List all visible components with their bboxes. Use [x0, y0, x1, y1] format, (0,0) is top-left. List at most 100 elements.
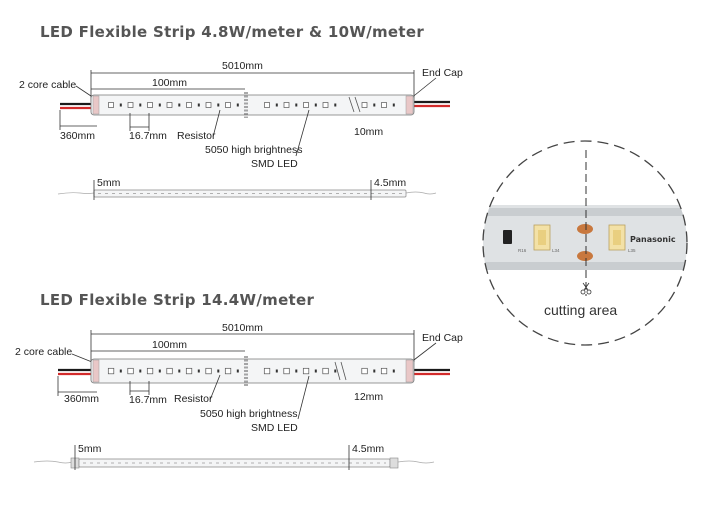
led-chip	[322, 367, 329, 375]
resistor-dot	[373, 103, 376, 107]
resistor-dot	[392, 103, 395, 107]
led-chip	[224, 367, 232, 375]
strip-2-segment-length: 100mm	[152, 339, 187, 351]
strip-2-width: 12mm	[354, 391, 383, 403]
strip-2-right-cable	[410, 368, 450, 376]
resistor-dot	[217, 369, 220, 373]
led-chip	[322, 102, 329, 108]
strip-2-body	[90, 358, 415, 384]
detail-brand: Panasonic	[630, 235, 676, 244]
led-chip	[283, 367, 290, 375]
led-chip	[264, 102, 270, 108]
strip-1-right-end-cap	[405, 95, 414, 115]
strip-2-left-end-cap	[92, 359, 100, 383]
resistor-dot	[217, 103, 220, 107]
strip-1-break-mark	[348, 96, 361, 113]
strip-1-led-label-line2: SMD LED	[251, 158, 298, 170]
resistor-dot	[178, 103, 181, 107]
resistor-dot	[275, 103, 278, 107]
strip-2-resistor-label: Resistor	[174, 393, 213, 405]
resistor-dot	[158, 369, 161, 373]
strip-1-segment-length: 100mm	[152, 77, 187, 89]
strip-1-width: 10mm	[354, 126, 383, 138]
resistor-dot	[178, 369, 181, 373]
strip-2-led-label-line1: 5050 high brightness	[200, 408, 298, 420]
detail-label-r16: R16	[518, 248, 527, 253]
strip-2-cable-length-dimension: 360mm	[57, 376, 99, 405]
led-chip	[263, 367, 271, 375]
resistor-dot	[373, 369, 376, 373]
strip-2-left-cable	[58, 368, 96, 376]
strip-2-end-cap-label: End Cap	[422, 332, 463, 344]
detail-label-l34: L34	[552, 248, 560, 253]
strip-2-side-end-left: 5mm	[78, 443, 102, 455]
strip-2-total-length: 5010mm	[222, 322, 263, 334]
led-chip	[302, 367, 310, 375]
led-chip	[381, 102, 387, 108]
strip-1-led-pitch-dimension: 16.7mm	[129, 113, 167, 142]
strip-1-title: LED Flexible Strip 4.8W/meter & 10W/mete…	[40, 23, 424, 41]
strip-1-led-label-line1: 5050 high brightness	[205, 144, 303, 156]
resistor-dot	[275, 369, 278, 373]
resistor-dot	[314, 369, 317, 373]
led-chip	[108, 102, 114, 108]
detail-circle-outline	[482, 140, 688, 346]
strip-1-resistor-label: Resistor	[177, 130, 216, 142]
strip-2-led-pitch: 16.7mm	[129, 394, 167, 406]
strip-2-segment-dimension: 100mm	[91, 339, 245, 352]
strip-1-left-end-cap	[92, 95, 100, 115]
strip-1-right-cable	[410, 100, 450, 108]
led-chip	[127, 367, 134, 375]
resistor-dot	[392, 369, 395, 373]
strip-1-total-length: 5010mm	[222, 60, 263, 72]
led-chip	[361, 102, 368, 108]
strip-1-width-dimension: 10mm	[354, 126, 383, 138]
copper-pad-bottom	[577, 251, 593, 261]
led-chip	[186, 102, 192, 108]
strip-2-total-length-dimension: 5010mm	[90, 322, 415, 362]
resistor-dot	[119, 369, 122, 373]
strip-1-leds	[108, 102, 395, 108]
led-chip	[147, 102, 153, 108]
strip-1-side-view: 5mm 4.5mm	[57, 177, 437, 200]
strip-2-cable-length: 360mm	[64, 393, 99, 405]
led-chip	[303, 102, 309, 108]
strip-1-segment-dimension: 100mm	[91, 77, 245, 90]
resistor-dot	[334, 103, 337, 107]
led-chip	[166, 367, 173, 375]
resistor-dot	[119, 103, 122, 107]
strip-1-end-cap-label: End Cap	[422, 67, 463, 79]
led-chip	[205, 367, 212, 375]
strip-1-left-cable	[60, 102, 96, 110]
strip-2-title: LED Flexible Strip 14.4W/meter	[40, 291, 314, 309]
detail-label-l35: L35	[628, 248, 636, 253]
strip-2-right-end-cap	[405, 359, 414, 383]
strip-1-cable-length: 360mm	[60, 130, 95, 142]
detail-caption: cutting area	[544, 302, 617, 318]
strip-2-width-dimension: 12mm	[354, 391, 383, 403]
led-chip	[146, 367, 154, 375]
resistor-dot	[236, 369, 239, 373]
led-chip	[225, 102, 231, 108]
led-chip	[166, 102, 173, 108]
copper-pad-top	[577, 224, 593, 234]
strip-2-side-view: 5mm 4.5mm	[33, 443, 435, 470]
strip-1-side-end-right: 4.5mm	[374, 177, 406, 189]
strip-2-side-end-right: 4.5mm	[352, 443, 384, 455]
detail-resistor	[503, 230, 512, 244]
strip-1-total-length-dimension: 5010mm	[90, 60, 415, 102]
strip-1-cable-label: 2 core cable	[19, 79, 76, 91]
led-chip	[283, 102, 290, 108]
strip-1-led-pitch: 16.7mm	[129, 130, 167, 142]
led-chip	[361, 367, 368, 375]
led-chip	[205, 102, 212, 108]
resistor-dot	[295, 369, 298, 373]
resistor-dot	[314, 103, 317, 107]
cutting-area-detail: R16 L34 L35 Panasonic cutting area	[482, 140, 688, 346]
resistor-dot	[295, 103, 298, 107]
strip-2-led-label-line2: SMD LED	[251, 422, 298, 434]
strip-2-cable-label: 2 core cable	[15, 346, 72, 358]
scissors-icon	[580, 282, 592, 295]
resistor-dot	[197, 103, 200, 107]
resistor-dot	[158, 103, 161, 107]
